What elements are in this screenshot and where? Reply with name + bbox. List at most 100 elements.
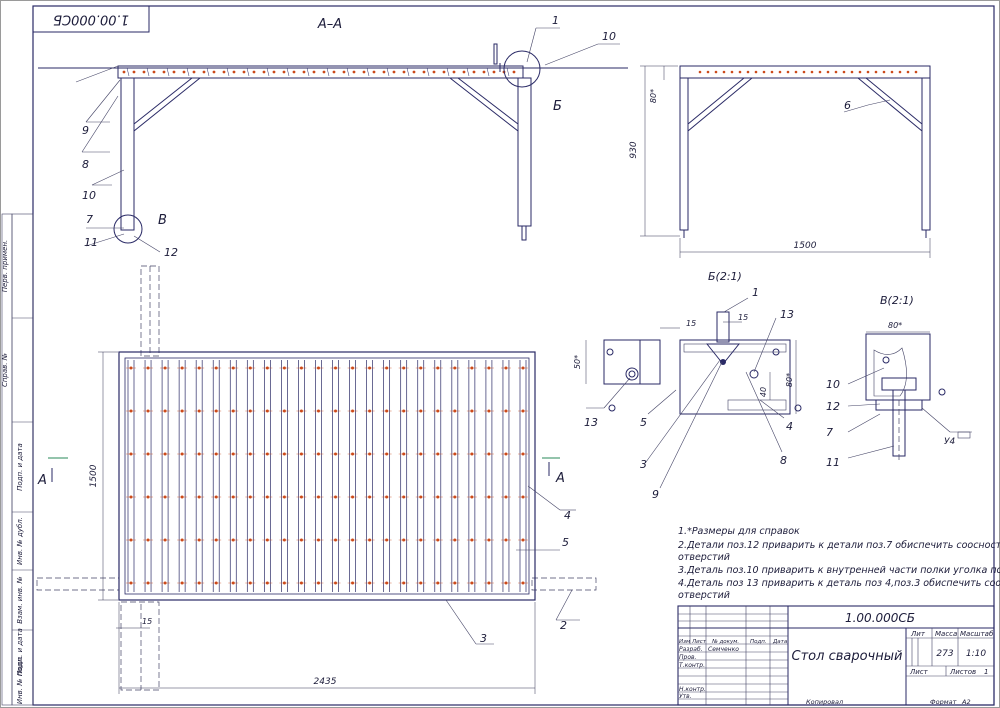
slat-tick <box>266 67 270 77</box>
note-1: 1.*Размеры для справок <box>678 526 800 537</box>
tb-sheets-value: 1 <box>984 668 988 676</box>
tb-col-list: Лист <box>691 639 707 645</box>
hole-mark <box>232 70 236 74</box>
leader-main-10: 10 <box>602 30 616 43</box>
front-dim-height: 930 <box>629 141 639 158</box>
strip-podp-data-1: Подп. и дата <box>16 443 24 491</box>
hole-mark <box>866 70 870 74</box>
hole-mark <box>802 70 806 74</box>
hole-mark <box>834 70 838 74</box>
hole-mark <box>282 70 286 74</box>
slat-tick <box>486 67 490 77</box>
strip-perv-primen: Перв. примен. <box>1 240 9 293</box>
plan-dim-width: 2435 <box>314 677 337 687</box>
tb-sheets-label: Листов <box>949 668 976 676</box>
hole-mark <box>122 70 126 74</box>
note-4b: отверстий <box>678 590 730 601</box>
tb-scale-label: Масштаб <box>960 630 994 638</box>
tb-developer: Семченко <box>708 646 739 653</box>
hole-mark <box>714 70 718 74</box>
leader-b-1: 1 <box>752 286 759 299</box>
hole-mark <box>182 70 186 74</box>
leader-v-12: 12 <box>826 400 840 413</box>
tb-format-value: А2 <box>961 698 971 706</box>
plan-dim-height: 1500 <box>89 464 99 487</box>
hole-mark <box>402 70 406 74</box>
leader-v-11: 11 <box>826 456 840 469</box>
tb-sheet-label: Лист <box>909 668 929 676</box>
slat-tick <box>146 67 150 77</box>
hole-mark <box>754 70 758 74</box>
hole-mark <box>698 70 702 74</box>
slat-tick <box>506 67 510 77</box>
tb-mass-label: Масса <box>935 630 957 638</box>
hole-mark <box>914 70 918 74</box>
detail-v-dim-top: 80* <box>888 321 902 330</box>
hole-mark <box>778 70 782 74</box>
hole-mark <box>382 70 386 74</box>
tb-row-prov: Пров. <box>679 654 697 661</box>
tb-col-sign: Подп. <box>750 639 767 645</box>
slat-tick <box>186 67 190 77</box>
slat-tick <box>346 67 350 77</box>
slat-tick <box>206 67 210 77</box>
hole-mark <box>898 70 902 74</box>
detail-b-title: Б(2:1) <box>708 270 742 283</box>
detail-b-dim-top: 15 <box>686 319 696 328</box>
technical-notes: 1.*Размеры для справок 2.Детали поз.12 п… <box>678 526 1000 601</box>
slat-tick <box>326 67 330 77</box>
hole-mark <box>202 70 206 74</box>
hole-mark <box>722 70 726 74</box>
detail-v-title: В(2:1) <box>880 294 914 307</box>
front-dim-width: 1500 <box>794 241 817 251</box>
tb-format-label: Формат <box>930 698 957 706</box>
tb-col-doc: № докум. <box>711 639 739 645</box>
tb-col-date: Дата <box>772 639 788 645</box>
note-2: 2.Детали поз.12 приварить к детали поз.7… <box>678 540 1000 551</box>
tb-scale: 1:10 <box>966 649 986 659</box>
leader-plan-3: 3 <box>480 632 487 645</box>
hole-mark <box>332 70 336 74</box>
tb-col-izm: Изм <box>679 639 690 645</box>
front-view: 930 80* 1500 6 <box>629 65 931 258</box>
title-block: Изм Лист № докум. Подп. Дата Разраб. Сем… <box>677 605 995 706</box>
leader-b-9: 9 <box>652 488 659 501</box>
hole-mark <box>786 70 790 74</box>
hole-mark <box>810 70 814 74</box>
hole-mark <box>262 70 266 74</box>
hole-mark <box>142 70 146 74</box>
hole-mark <box>452 70 456 74</box>
hole-mark <box>422 70 426 74</box>
slat-tick <box>366 67 370 77</box>
hole-mark <box>272 70 276 74</box>
rotated-stamp-number: 1.00.000СБ <box>53 12 129 27</box>
slat-tick <box>386 67 390 77</box>
tb-row-utv: Утв. <box>679 693 692 700</box>
detail-circle-b <box>503 50 541 88</box>
slat-tick <box>126 67 130 77</box>
hole-mark <box>762 70 766 74</box>
slat-tick <box>466 67 470 77</box>
detail-b-dim-top2: 15 <box>738 313 748 322</box>
hole-mark <box>730 70 734 74</box>
tb-row-nkontr: Н.контр. <box>679 686 706 693</box>
hole-mark <box>462 70 466 74</box>
hole-mark <box>482 70 486 74</box>
leader-main-9: 9 <box>82 124 89 137</box>
plan-view: 1500 2435 15 А А 4 5 3 2 <box>36 265 597 694</box>
detail-v: В(2:1) 80* 10 12 7 11 У4 <box>826 294 972 469</box>
tb-mass: 273 <box>936 649 953 659</box>
leader-main-1: 1 <box>552 14 559 27</box>
plan-slats <box>126 360 528 592</box>
tb-copied: Копировал <box>806 698 843 706</box>
leader-main-8: 8 <box>82 158 89 171</box>
hole-mark <box>738 70 742 74</box>
hole-mark <box>890 70 894 74</box>
front-hole-row <box>698 70 918 74</box>
hole-mark <box>162 70 166 74</box>
leader-main-12: 12 <box>164 246 178 259</box>
plan-section-mark-right: А <box>555 471 565 486</box>
hole-mark <box>412 70 416 74</box>
slat-tick <box>306 67 310 77</box>
hole-mark <box>842 70 846 74</box>
